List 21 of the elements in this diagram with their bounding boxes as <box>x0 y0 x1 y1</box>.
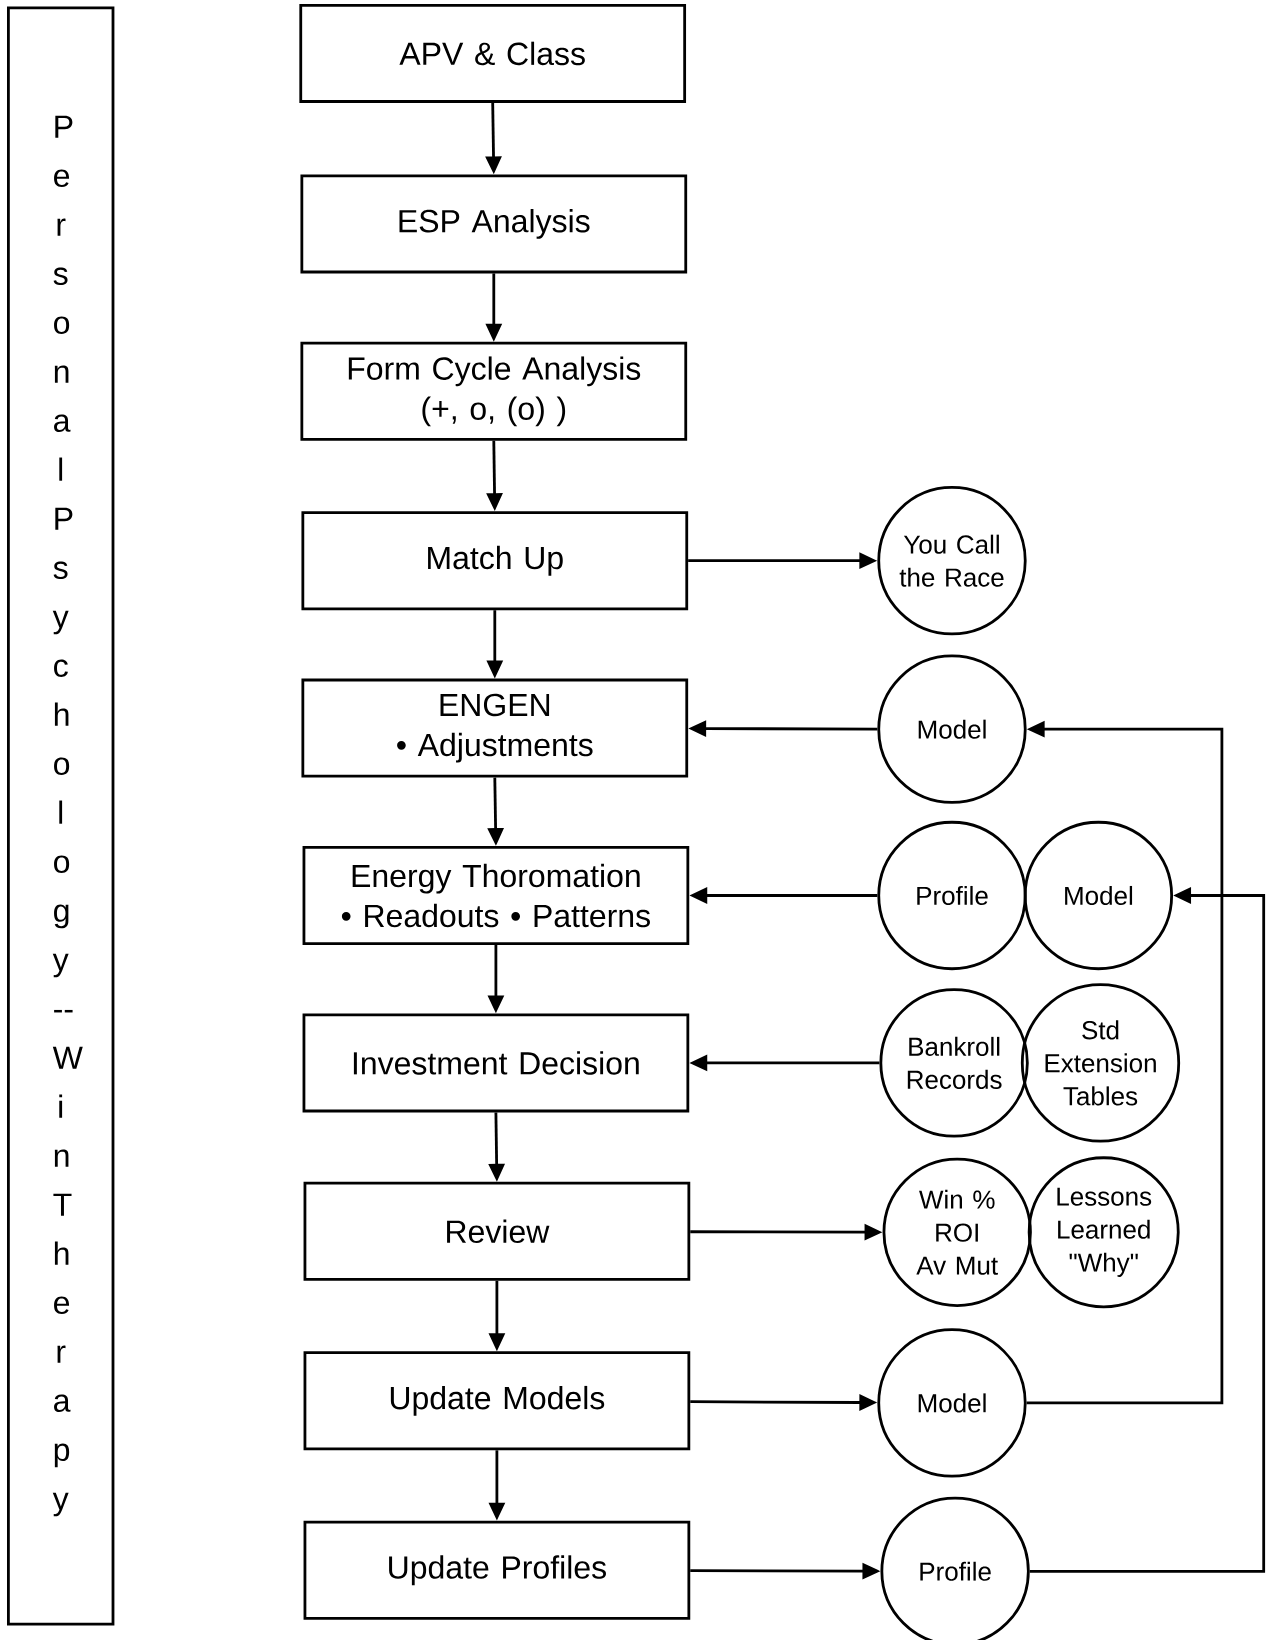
circle-node: Std Extension Tables <box>1020 983 1181 1143</box>
circle-node: Model <box>877 654 1027 804</box>
process-box: Review <box>303 1181 691 1281</box>
circle-node: Model <box>877 1328 1027 1478</box>
process-box: Update Models <box>303 1351 691 1451</box>
process-box: Match Up <box>301 511 689 611</box>
circle-node: Model <box>1023 820 1174 971</box>
process-box: APV & Class <box>299 3 687 103</box>
process-box: ESP Analysis <box>300 174 688 274</box>
circle-node: Lessons Learned "Why" <box>1027 1156 1180 1309</box>
circle-node: Win % ROI Av Mut <box>882 1157 1032 1307</box>
process-box: ENGEN • Adjustments <box>301 678 689 778</box>
process-box: Investment Decision <box>302 1013 690 1113</box>
process-box: Energy Thoromation • Readouts • Patterns <box>302 846 690 945</box>
circle-node: Bankroll Records <box>879 988 1029 1138</box>
circle-node: You Call the Race <box>877 486 1027 636</box>
process-box: Update Profiles <box>303 1520 691 1620</box>
process-box: Form Cycle Analysis (+, o, (o) ) <box>300 341 688 441</box>
arrow <box>1029 887 1266 1573</box>
side-banner: Personal Psychology -- Win Therapy <box>7 6 115 1626</box>
circle-node: Profile <box>877 820 1027 971</box>
